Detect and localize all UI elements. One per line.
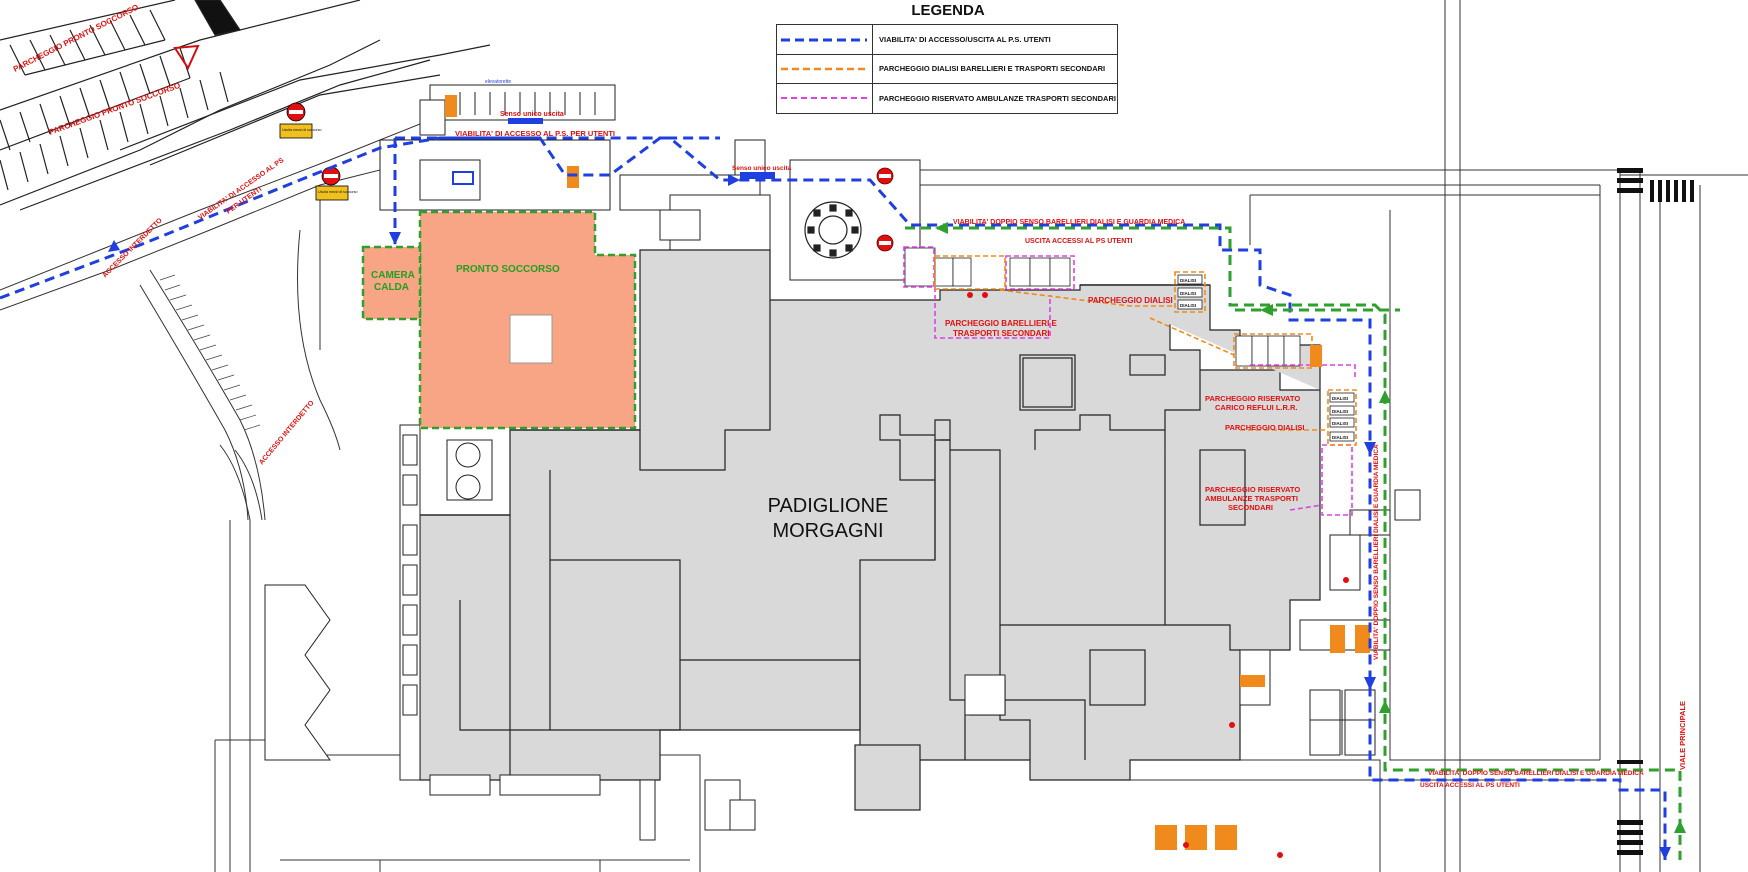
- label-accesso-interdetto-2: ACCESSO INTERDETTO: [258, 399, 316, 466]
- ps-parking-area: [0, 0, 491, 211]
- dialisi-stalls: [904, 247, 1355, 442]
- legend-swatch-magenta: [781, 83, 873, 113]
- no-entry-icon: [876, 167, 894, 252]
- ps-courtyard: [509, 314, 553, 364]
- svg-text:DIALISI: DIALISI: [1332, 435, 1348, 440]
- parking-stalls-row-1: [9, 9, 166, 76]
- label-viabilita-top: VIABILITA' DI ACCESSO AL P.S. PER UTENTI: [455, 129, 615, 138]
- svg-text:DIALISI: DIALISI: [1180, 303, 1196, 308]
- label-viabilita-curve: VIABILITA' DI ACCESSO AL PS: [197, 157, 285, 222]
- entrance-structures: [379, 84, 921, 301]
- svg-text:DIALISI: DIALISI: [1332, 409, 1348, 414]
- label-morgagni: MORGAGNI: [772, 520, 883, 542]
- dialisi-stall-labels: DIALISI DIALISI DIALISI DIALISI DIALISI …: [1180, 278, 1348, 440]
- sign-labels: Uscita mezzi di soccorso Uscita mezzi di…: [282, 128, 358, 194]
- left-structures: [264, 424, 1421, 841]
- blue-car-icon: [452, 171, 474, 185]
- label-riservato-carico-1: PARCHEGGIO RISERVATO: [1205, 394, 1300, 403]
- no-entry-sign-icon: [279, 102, 349, 201]
- red-dots: [967, 292, 1349, 858]
- label-riservato-amb-3: SECONDARI: [1228, 503, 1273, 512]
- legend-title: LEGENDA: [911, 2, 985, 19]
- label-viale-principale: VIALE PRINCIPALE: [1678, 701, 1687, 770]
- label-bottom-uscita: USCITA ACCESSI AL PS UTENTI: [1420, 782, 1520, 789]
- legend-label-1: VIABILITA' DI ACCESSO/USCITA AL P.S. UTE…: [879, 35, 1051, 44]
- label-riservato-carico-2: CARICO REFLUI L.R.R.: [1215, 403, 1298, 412]
- legend: LEGENDA VIABILITA' DI ACCESSO/USCITA AL …: [776, 0, 1120, 115]
- label-riservato-amb-1: PARCHEGGIO RISERVATO: [1205, 485, 1300, 494]
- route-arrows-green: [935, 222, 1686, 833]
- label-pronto-soccorso: PRONTO SOCCORSO: [456, 264, 560, 275]
- svg-text:DIALISI: DIALISI: [1332, 396, 1348, 401]
- site-boundaries: [214, 169, 1748, 872]
- legend-label-2: PARCHEGGIO DIALISI BARELLIERI E TRASPORT…: [879, 64, 1106, 73]
- svg-text:DIALISI: DIALISI: [1180, 291, 1196, 296]
- ramp-curve: [219, 444, 263, 521]
- label-parcheggio-dialisi-2: PARCHEGGIO DIALISI: [1225, 423, 1304, 432]
- label-parcheggio-dialisi-1: PARCHEGGIO DIALISI: [1088, 296, 1173, 305]
- svg-text:Uscita mezzi di soccorso: Uscita mezzi di soccorso: [282, 128, 322, 132]
- blue-route: [0, 136, 1667, 860]
- legend-row-3: PARCHEGGIO RISERVATO AMBULANZE TRASPORTI…: [777, 83, 1117, 113]
- parking-stalls-row-2: [0, 47, 191, 151]
- label-senso-unico-top: Senso unico uscita: [500, 111, 564, 118]
- label-camera-calda-1: CAMERA: [371, 270, 415, 281]
- label-uscita-accesso: USCITA ACCESSI AL PS UTENTI: [1025, 238, 1133, 245]
- label-elevator-top: elevatorette: [485, 79, 511, 85]
- orange-markers: [445, 95, 1370, 850]
- orange-dialisi-zones: [934, 255, 1357, 446]
- label-parcheggio-ps-1: PARCHEGGIO PRONTO SOCCORSO: [12, 3, 140, 74]
- svg-text:DIALISI: DIALISI: [1332, 421, 1348, 426]
- label-bottom-route: VIABILITA' DOPPIO SENSO BARELLIERI DIALI…: [1428, 770, 1644, 777]
- green-route: [905, 226, 1682, 860]
- label-riservato-amb-2: AMBULANZE TRASPORTI: [1205, 494, 1298, 503]
- reserved-ambulance-zones: [903, 246, 1356, 516]
- crosswalks: [1617, 168, 1694, 855]
- legend-swatch-blue: [781, 25, 873, 54]
- label-viabilita-doppio: VIABILITA' DOPPIO SENSO BARELLIERI DIALI…: [953, 219, 1185, 226]
- legend-table: VIABILITA' DI ACCESSO/USCITA AL P.S. UTE…: [776, 24, 1118, 114]
- building-courtyards: [854, 354, 1246, 811]
- legend-row-2: PARCHEGGIO DIALISI BARELLIERI E TRASPORT…: [777, 54, 1117, 84]
- parking-stalls-row-3: [0, 71, 229, 191]
- ramp-stairs: [159, 274, 261, 431]
- svg-text:DIALISI: DIALISI: [1180, 278, 1196, 283]
- legend-row-1: VIABILITA' DI ACCESSO/USCITA AL P.S. UTE…: [777, 25, 1117, 55]
- label-parcheggio-ps-2: PARCHEGGIO PRONTO SOCCORSO: [48, 81, 182, 137]
- label-camera-calda-2: CALDA: [374, 282, 409, 293]
- blue-entry-marker: [740, 172, 775, 179]
- warning-triangle-icon: [173, 44, 200, 71]
- legend-label-3: PARCHEGGIO RISERVATO AMBULANZE TRASPORTI…: [879, 94, 1116, 103]
- access-road: [0, 99, 471, 521]
- map-labels-green: CAMERA CALDA PRONTO SOCCORSO: [371, 264, 560, 293]
- svg-text:Uscita mezzi di soccorso: Uscita mezzi di soccorso: [318, 190, 358, 194]
- label-vertical-route: VIABILITA' DOPPIO SENSO BARELLIERI DIALI…: [1373, 444, 1380, 660]
- blue-entry-marker-top: [508, 118, 543, 124]
- label-parcheggio-barellieri-1: PARCHEGGIO BARELLIERI E: [945, 319, 1058, 328]
- camera-calda-area: [361, 245, 422, 321]
- vertical-road-track: [1444, 0, 1461, 872]
- legend-swatch-orange: [781, 54, 873, 83]
- label-parcheggio-barellieri-2: TRASPORTI SECONDARI: [953, 329, 1049, 338]
- label-senso-unico-mid: Senso unico uscita: [732, 165, 792, 172]
- map-labels-building: PADIGLIONE MORGAGNI: [768, 495, 889, 542]
- label-padiglione: PADIGLIONE: [768, 495, 889, 517]
- round-table: [804, 201, 862, 259]
- route-arrows: [108, 174, 1671, 860]
